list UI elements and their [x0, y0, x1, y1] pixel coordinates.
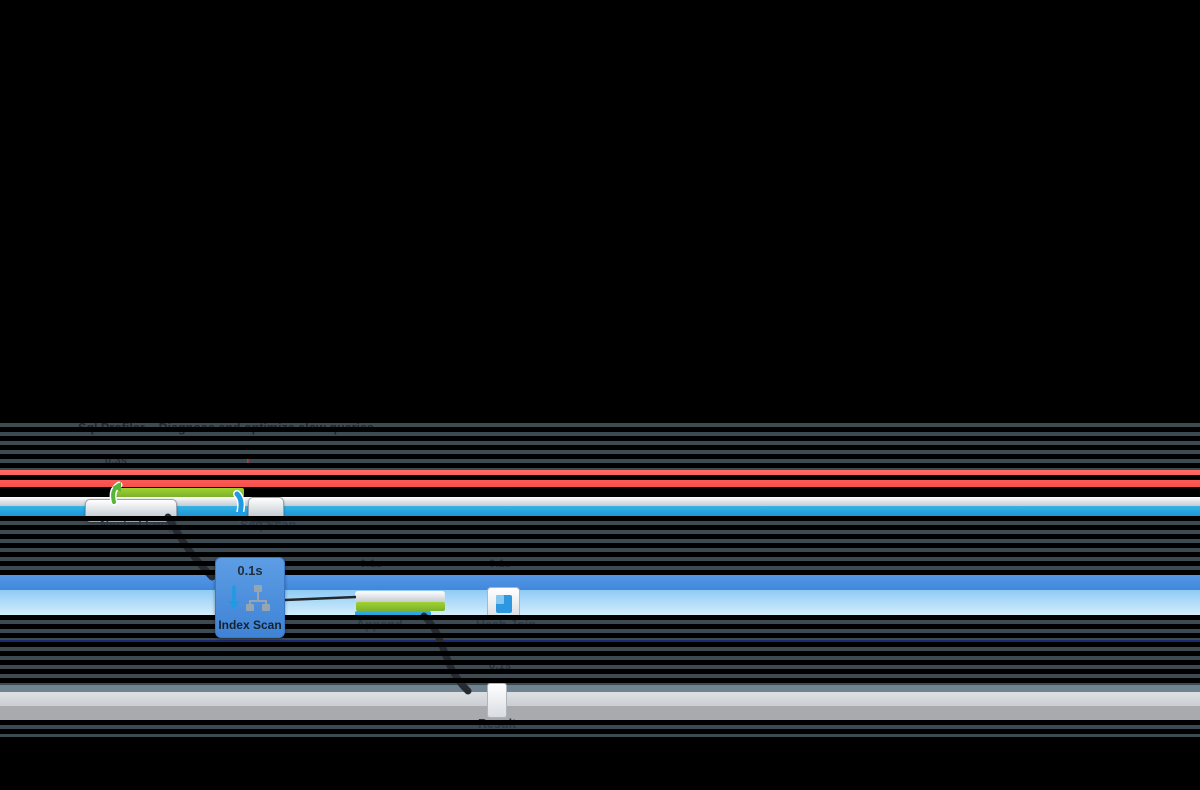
root-rows-band — [0, 497, 1200, 506]
result-band-gray — [0, 706, 1200, 720]
slowest-marker: ! — [246, 454, 250, 466]
index-scan-duration: 0.1s — [237, 563, 263, 578]
table-icon — [495, 594, 512, 613]
root-cost-band — [0, 506, 1200, 516]
root-rows-bar — [116, 488, 244, 497]
selected-row-band-light — [0, 590, 1200, 615]
result-node[interactable] — [487, 683, 507, 718]
canvas-zone-bottom — [0, 720, 1200, 737]
append-label: Append — [356, 618, 403, 632]
index-scan-node[interactable]: 0.1s Index Scan — [215, 557, 285, 638]
append-duration: 0.1s — [360, 558, 383, 570]
result-band-top — [0, 685, 1200, 692]
index-scan-icons — [228, 583, 273, 613]
result-label: Result — [478, 717, 517, 731]
canvas-zone-mid — [0, 516, 1200, 575]
hash-join-node[interactable] — [487, 587, 520, 620]
cost-trace-line — [0, 640, 1200, 642]
hash-join-label: Hash Join — [476, 618, 536, 632]
canvas-zone-top — [0, 418, 1200, 470]
nested-loop-label: Nested Loop — [100, 518, 176, 532]
arrow-down-icon — [228, 585, 239, 610]
root-duration: 0.3s — [105, 455, 128, 467]
append-duration-bar — [355, 591, 445, 602]
append-rows-bar — [356, 602, 445, 611]
result-duration: 0.1s — [489, 660, 512, 672]
selected-row-band-dark — [0, 575, 1200, 590]
plan-tree-icon — [245, 585, 270, 611]
index-scan-label: Index Scan — [218, 618, 282, 632]
hash-join-duration: 0.1s — [489, 558, 512, 570]
root-duration-bar — [0, 470, 1200, 487]
result-band-light — [0, 692, 1200, 706]
seq-scan-label: Seq Scan — [240, 518, 297, 532]
page-title: Sql Profiler – Diagnose and optimize slo… — [78, 421, 374, 435]
canvas-zone-lower — [0, 615, 1200, 685]
